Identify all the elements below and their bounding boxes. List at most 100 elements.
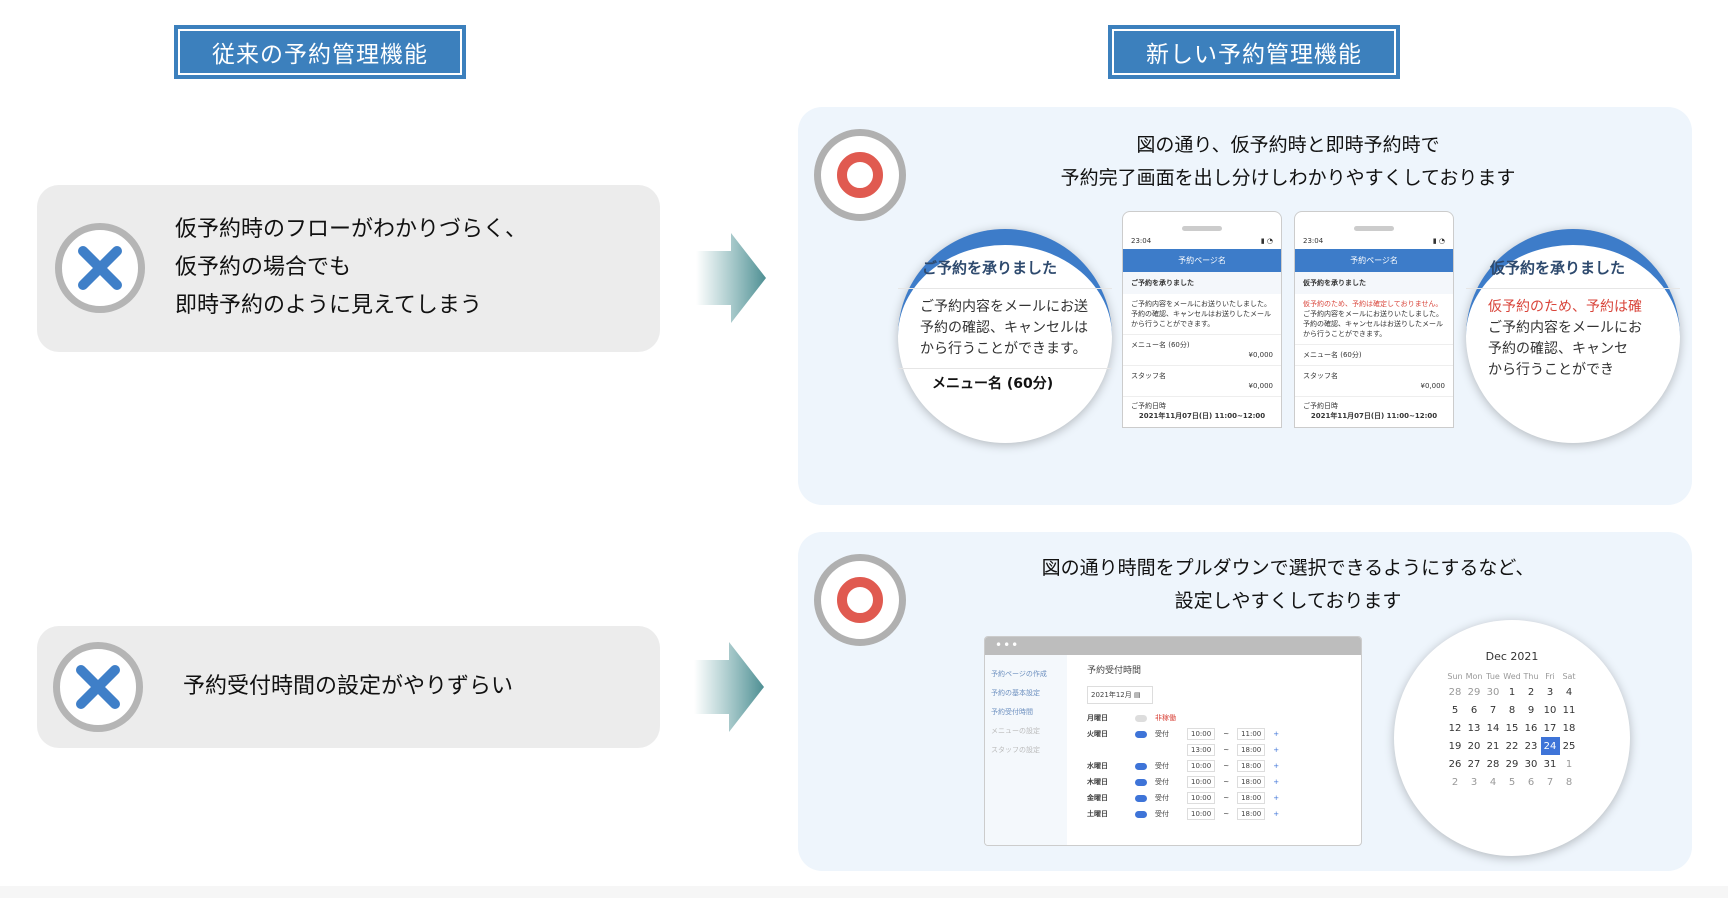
calendar-day[interactable]: 15: [1505, 722, 1519, 734]
settings-nav-item[interactable]: 予約の基本設定: [991, 689, 1040, 697]
new-item-1: 図の通り、仮予約時と即時予約時で 予約完了画面を出し分けしわかりやすくしておりま…: [798, 107, 1692, 505]
calendar-day[interactable]: 24: [1540, 737, 1560, 755]
new-item-2-line: 図の通り時間をプルダウンで選択できるようにするなど、: [1041, 557, 1535, 579]
add-icon[interactable]: +: [1273, 810, 1280, 818]
status-label: 受付: [1155, 810, 1169, 818]
add-icon[interactable]: +: [1273, 794, 1280, 802]
calendar-day[interactable]: 11: [1562, 704, 1576, 716]
calendar-day[interactable]: 5: [1451, 704, 1459, 716]
start-time-select[interactable]: 10:00: [1187, 808, 1216, 820]
month-value: 2021年12月: [1091, 691, 1132, 699]
menu-price: ¥0,000: [1248, 351, 1274, 359]
calendar-day[interactable]: 28: [1448, 686, 1462, 698]
settings-nav-item[interactable]: 予約受付時間: [991, 708, 1033, 716]
calendar-day[interactable]: 4: [1565, 686, 1573, 698]
staff-price: ¥0,000: [1420, 382, 1446, 390]
add-icon[interactable]: +: [1273, 730, 1280, 738]
calendar-day[interactable]: 8: [1508, 704, 1516, 716]
calendar-day[interactable]: 16: [1524, 722, 1538, 734]
calendar-day[interactable]: 29: [1505, 758, 1519, 770]
calendar-day[interactable]: 25: [1562, 740, 1576, 752]
arrow-right-icon: [696, 233, 766, 323]
calendar-day[interactable]: 10: [1543, 704, 1557, 716]
staff-name: スタッフ名: [1303, 372, 1338, 380]
calendar-day[interactable]: 1: [1565, 758, 1573, 770]
calendar-day[interactable]: 12: [1448, 722, 1462, 734]
calendar-day[interactable]: 18: [1562, 722, 1576, 734]
toggle-switch[interactable]: [1135, 714, 1147, 722]
start-time-select[interactable]: 13:00: [1187, 744, 1216, 756]
calendar-day[interactable]: 2: [1451, 776, 1459, 788]
end-time-select[interactable]: 18:00: [1237, 744, 1266, 756]
add-icon[interactable]: +: [1273, 762, 1280, 770]
toggle-switch[interactable]: [1135, 730, 1147, 738]
calendar-day[interactable]: 1: [1508, 686, 1516, 698]
calendar-day[interactable]: 27: [1467, 758, 1481, 770]
day-label: 土曜日: [1087, 810, 1108, 818]
calendar-day[interactable]: 26: [1448, 758, 1462, 770]
add-icon[interactable]: +: [1273, 746, 1280, 754]
magnifier-provisional: 仮予約を承りました 仮予約のため、予約は確ご予約内容をメールにお予約の確認、キャ…: [1466, 229, 1680, 443]
calendar-day[interactable]: 6: [1470, 704, 1478, 716]
settings-nav-item[interactable]: スタッフの設定: [991, 746, 1040, 754]
calendar-day[interactable]: 30: [1524, 758, 1538, 770]
calendar-day[interactable]: 3: [1470, 776, 1478, 788]
end-time-select[interactable]: 18:00: [1237, 776, 1266, 788]
calendar-day[interactable]: 3: [1546, 686, 1554, 698]
mag-line: ご予約内容をメールにお送: [920, 299, 1088, 315]
month-picker[interactable]: 2021年12月 ▤: [1087, 686, 1153, 704]
add-icon[interactable]: +: [1273, 778, 1280, 786]
start-time-select[interactable]: 10:00: [1187, 760, 1216, 772]
old-item-1-line: 仮予約時のフローがわかりづらく、: [175, 217, 528, 242]
window-dots: •••: [985, 637, 1361, 655]
old-item-2: 予約受付時間の設定がやりずらい: [37, 626, 660, 748]
calendar-day[interactable]: 29: [1467, 686, 1481, 698]
weekday-label: Mon: [1465, 671, 1483, 681]
calendar-day[interactable]: 17: [1543, 722, 1557, 734]
calendar-day[interactable]: 13: [1467, 722, 1481, 734]
end-time-select[interactable]: 18:00: [1237, 792, 1266, 804]
calendar-day[interactable]: 5: [1508, 776, 1516, 788]
calendar-day[interactable]: 28: [1486, 758, 1500, 770]
toggle-switch[interactable]: [1135, 762, 1147, 770]
end-time-select[interactable]: 11:00: [1237, 728, 1266, 740]
status-time: 23:04: [1303, 237, 1324, 245]
new-item-2: 図の通り時間をプルダウンで選択できるようにするなど、 設定しやすくしております …: [798, 532, 1692, 871]
calendar-day[interactable]: 14: [1486, 722, 1500, 734]
calendar-day[interactable]: 6: [1527, 776, 1535, 788]
toggle-switch[interactable]: [1135, 778, 1147, 786]
calendar-day[interactable]: 30: [1486, 686, 1500, 698]
calendar-day[interactable]: 21: [1486, 740, 1500, 752]
calendar-day[interactable]: 20: [1467, 740, 1481, 752]
toggle-switch[interactable]: [1135, 810, 1147, 818]
calendar-day[interactable]: 7: [1546, 776, 1554, 788]
end-time-select[interactable]: 18:00: [1237, 760, 1266, 772]
calendar-day[interactable]: 19: [1448, 740, 1462, 752]
old-features-header: 従来の予約管理機能: [174, 25, 466, 79]
calendar-day[interactable]: 9: [1527, 704, 1535, 716]
status-label: 受付: [1155, 762, 1169, 770]
start-time-select[interactable]: 10:00: [1187, 792, 1216, 804]
calendar-day[interactable]: 8: [1565, 776, 1573, 788]
circle-icon: [814, 554, 906, 646]
settings-nav-item[interactable]: メニューの設定: [991, 727, 1040, 735]
start-time-select[interactable]: 10:00: [1187, 776, 1216, 788]
day-label: 火曜日: [1087, 730, 1108, 738]
old-item-1: 仮予約時のフローがわかりづらく、 仮予約の場合でも 即時予約のように見えてしまう: [37, 185, 660, 352]
date-label: ご予約日時: [1303, 402, 1338, 410]
calendar-day[interactable]: 22: [1505, 740, 1519, 752]
start-time-select[interactable]: 10:00: [1187, 728, 1216, 740]
date-value: 2021年11月07日(日) 11:00~12:00: [1138, 412, 1266, 420]
settings-nav-item[interactable]: 予約ページの作成: [991, 670, 1047, 678]
new-features-header: 新しい予約管理機能: [1108, 25, 1400, 79]
calendar-day[interactable]: 23: [1524, 740, 1538, 752]
calendar-day[interactable]: 4: [1489, 776, 1497, 788]
calendar-day[interactable]: 2: [1527, 686, 1535, 698]
end-time-select[interactable]: 18:00: [1237, 808, 1266, 820]
date-value: 2021年11月07日(日) 11:00~12:00: [1310, 412, 1438, 420]
calendar-day[interactable]: 7: [1489, 704, 1497, 716]
toggle-switch[interactable]: [1135, 794, 1147, 802]
calendar-day[interactable]: 31: [1543, 758, 1557, 770]
